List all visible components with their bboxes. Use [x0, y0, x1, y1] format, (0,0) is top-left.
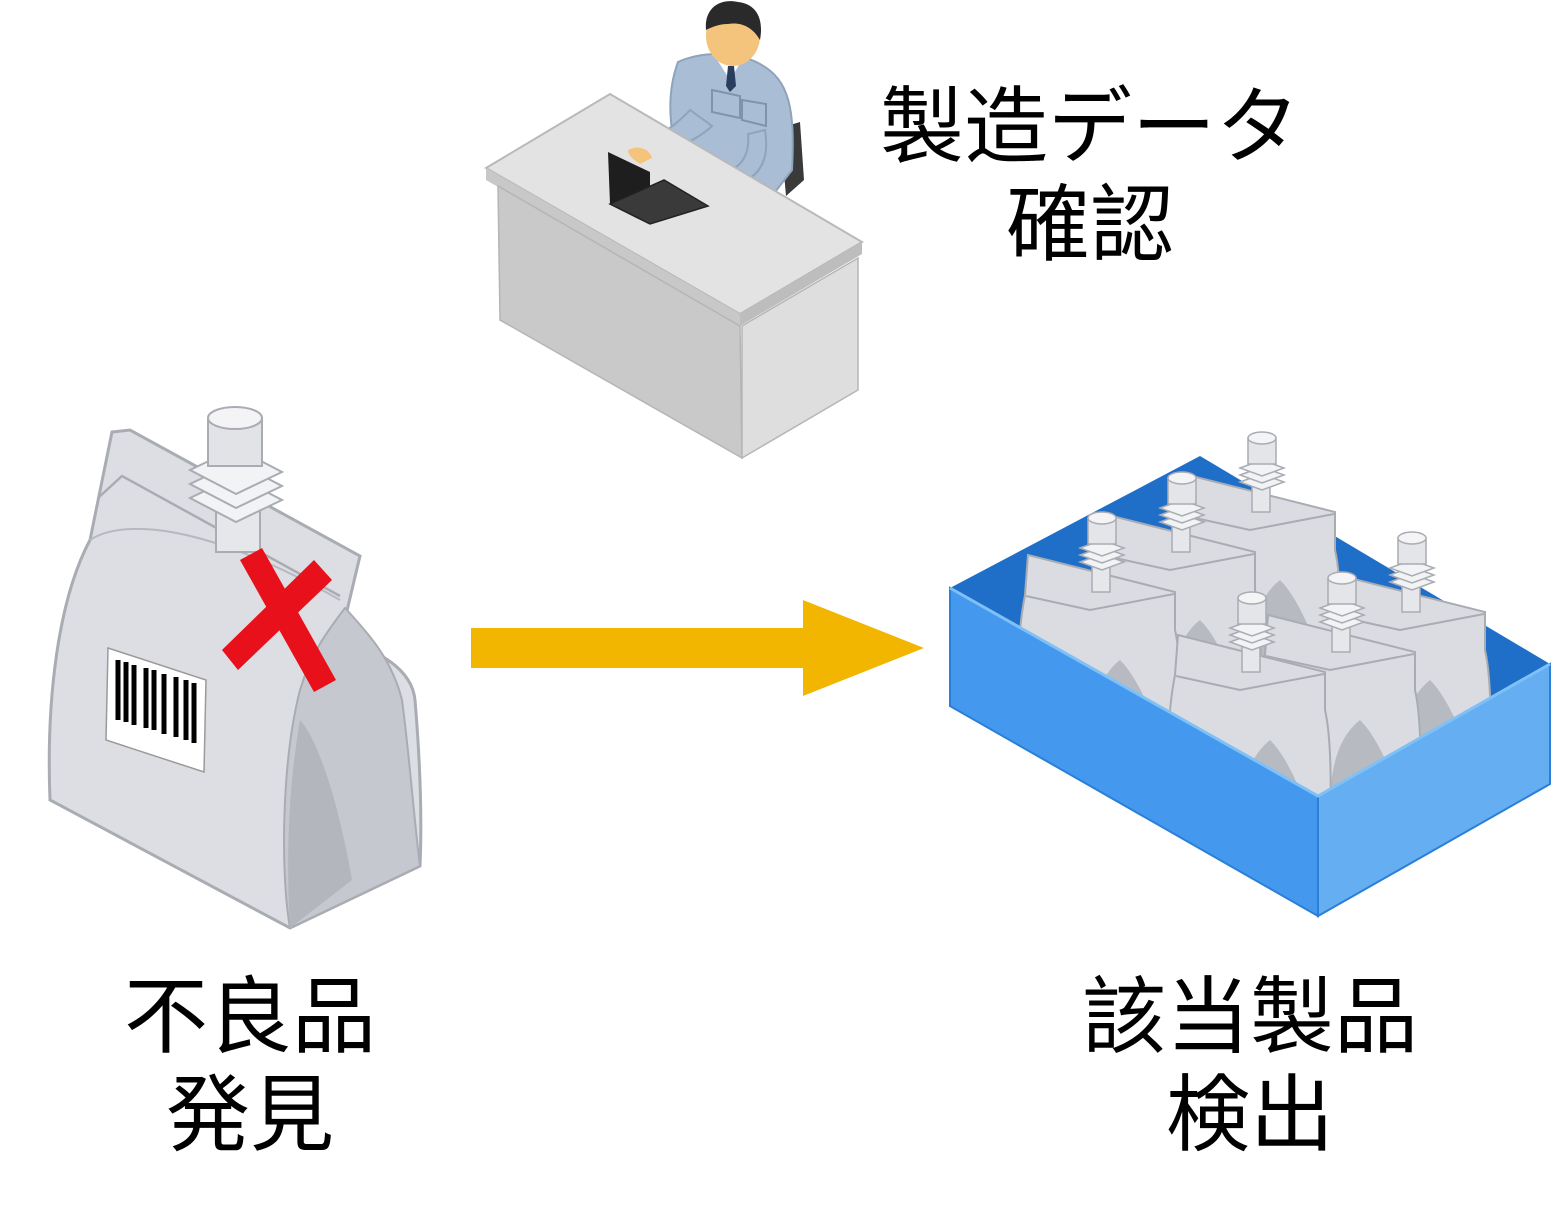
arrow-right-icon	[471, 600, 924, 696]
related-products-label: 該当製品 検出	[1060, 968, 1440, 1164]
defect-cross-icon	[222, 548, 336, 692]
data-check-line2: 確認	[1005, 176, 1174, 274]
defect-found-line2: 発見	[165, 1066, 334, 1164]
related-products-line2: 検出	[1165, 1066, 1334, 1164]
defective-pouch-icon	[47, 406, 423, 930]
worker-at-desk-icon	[484, 1, 864, 460]
pouch-box-icon	[949, 431, 1551, 918]
defect-found-line1: 不良品	[123, 968, 376, 1066]
data-check-label: 製造データ 確認	[870, 78, 1310, 274]
defect-found-label: 不良品 発見	[90, 968, 410, 1164]
related-products-line1: 該当製品	[1081, 968, 1418, 1066]
data-check-line1: 製造データ	[879, 78, 1300, 176]
